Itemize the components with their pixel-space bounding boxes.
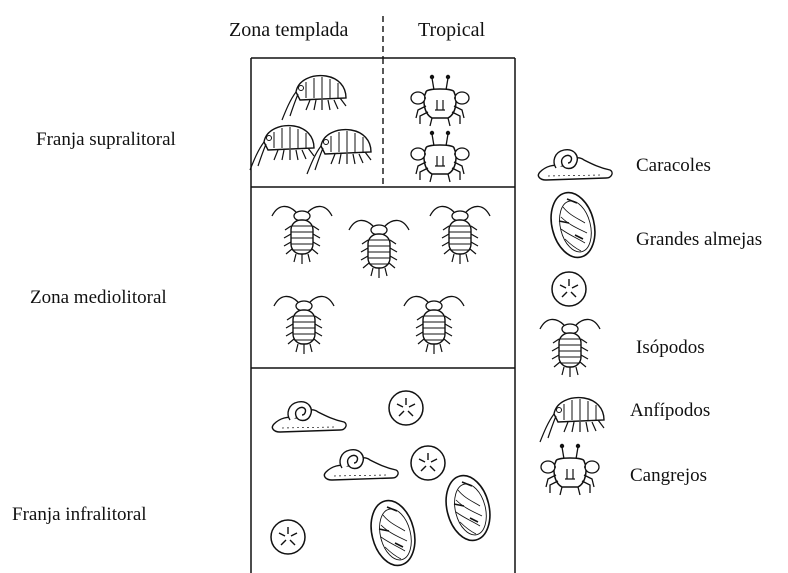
sand-dollar-icon [389, 391, 423, 425]
snail-icon [538, 150, 612, 180]
sand-dollar-icon [411, 446, 445, 480]
legend [538, 150, 612, 495]
clam-icon [545, 188, 602, 262]
clam-icon [440, 471, 497, 545]
clam-icon [365, 496, 422, 570]
isopod-icon [540, 319, 600, 377]
amphipod-icon [540, 398, 604, 442]
isopod-icon [349, 220, 409, 278]
amphipod-icon [307, 130, 371, 174]
snail-icon [324, 450, 398, 480]
amphipod-icon [282, 76, 346, 120]
isopod-icon [274, 296, 334, 354]
isopod-icon [272, 206, 332, 264]
isopod-icon [430, 206, 490, 264]
crab-icon [411, 131, 469, 182]
sand-dollar-icon [271, 520, 305, 554]
crab-icon [541, 444, 599, 495]
amphipod-icon [250, 126, 314, 170]
snail-icon [272, 402, 346, 432]
isopod-icon [404, 296, 464, 354]
sand-dollar-icon [552, 272, 586, 306]
crab-icon [411, 75, 469, 126]
